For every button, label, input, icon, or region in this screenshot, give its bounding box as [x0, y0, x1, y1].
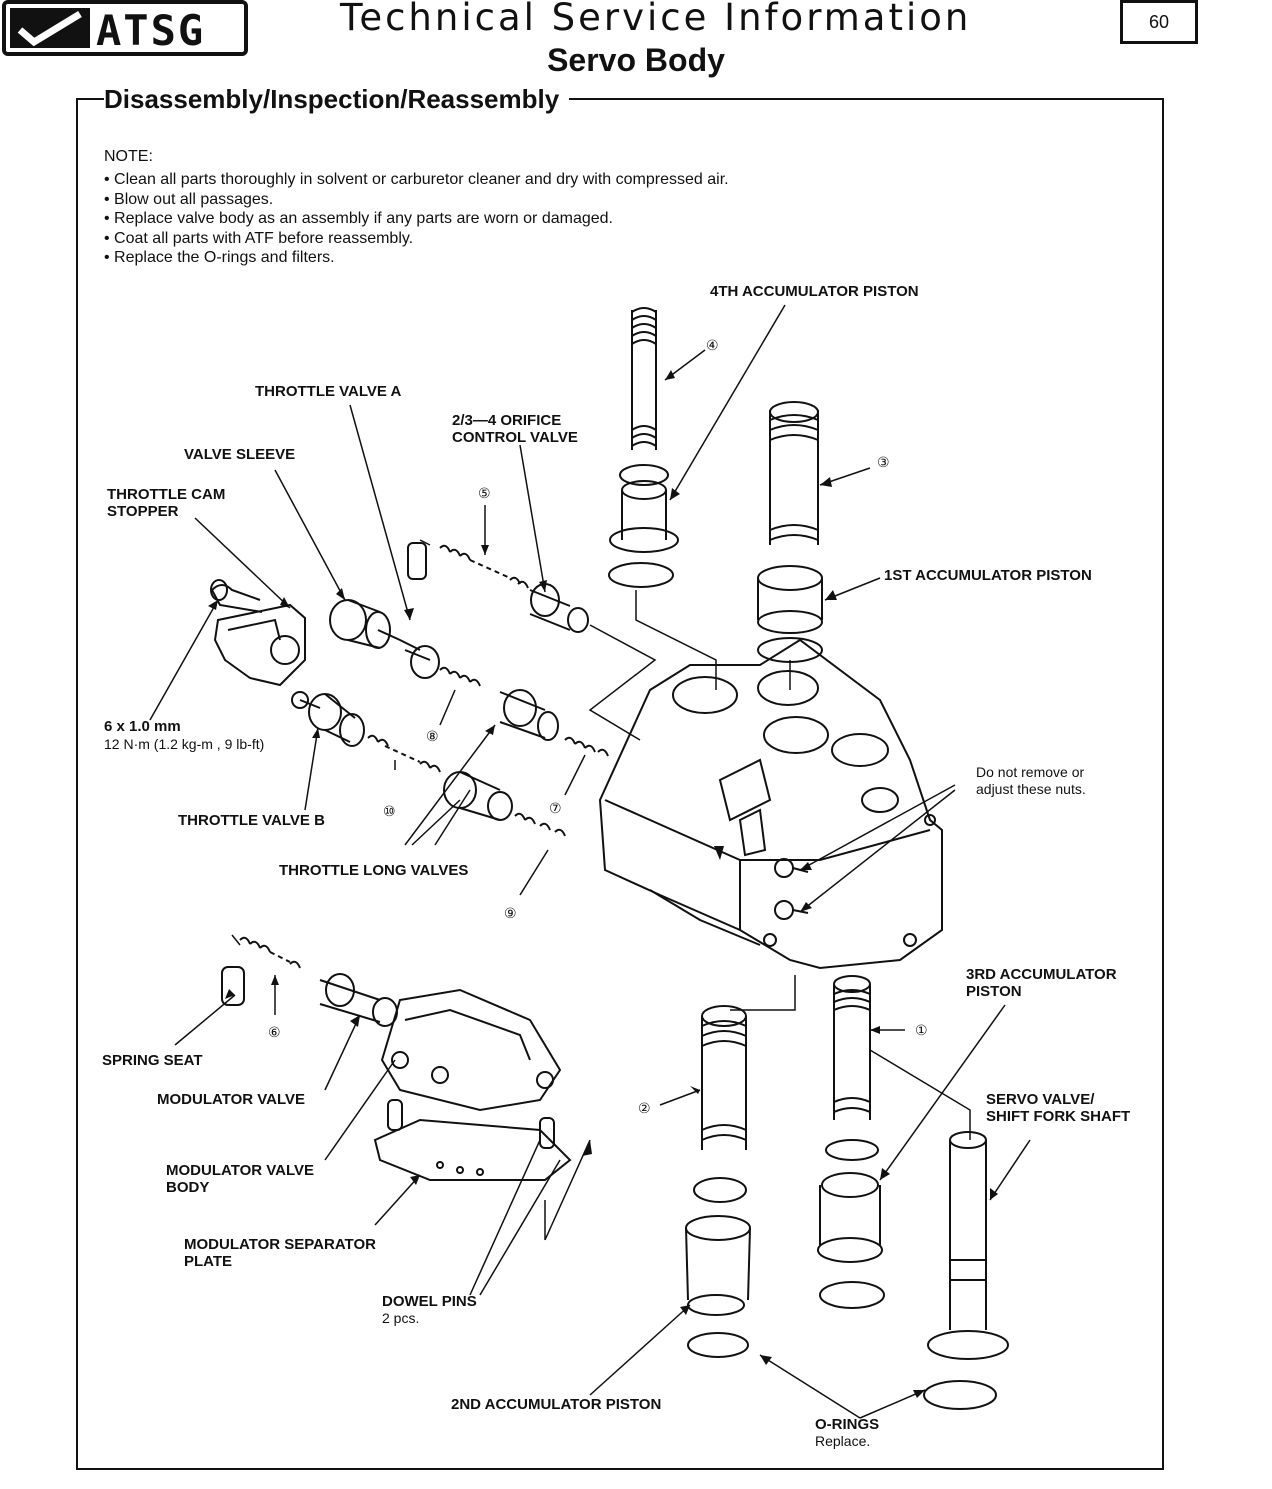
label-4th-accumulator-piston: 4TH ACCUMULATOR PISTON: [710, 283, 919, 300]
callout-3: ③: [877, 454, 890, 470]
servo-body-housing: [598, 638, 943, 970]
orifice-control-row: [407, 542, 589, 633]
note-item: Coat all parts with ATF before reassembl…: [104, 229, 729, 249]
label-dowel-pins-line1: DOWEL PINS: [382, 1293, 477, 1310]
callout-6: ⑥: [268, 1024, 281, 1040]
label-spring-seat: SPRING SEAT: [102, 1052, 203, 1069]
accum4-spring-piston: [608, 307, 679, 588]
note-list: Clean all parts thoroughly in solvent or…: [104, 170, 729, 268]
callout-8: ⑧: [426, 728, 439, 744]
label-3rd-accumulator-line1: 3RD ACCUMULATOR: [966, 966, 1117, 983]
note-heading: NOTE:: [104, 148, 153, 165]
label-3rd-accumulator-line2: PISTON: [966, 983, 1022, 1000]
label-modulator-body-line1: MODULATOR VALVE: [166, 1162, 315, 1179]
label-throttle-long-valves: THROTTLE LONG VALVES: [279, 862, 469, 879]
callout-10: ⑩: [383, 803, 396, 819]
throttle-valve-a-row: [329, 599, 609, 757]
callout-4: ④: [706, 337, 719, 353]
note-item: Clean all parts thoroughly in solvent or…: [104, 170, 729, 190]
note-item: Replace the O-rings and filters.: [104, 248, 729, 268]
label-throttle-cam-stopper-line2: STOPPER: [107, 503, 179, 520]
label-orifice-control-line2: CONTROL VALVE: [452, 429, 578, 446]
callout-7: ⑦: [549, 800, 562, 816]
label-o-rings-line2: Replace.: [815, 1433, 871, 1449]
throttle-valve-b-row: [291, 691, 566, 837]
note-item: Replace valve body as an assembly if any…: [104, 209, 729, 229]
label-modulator-valve: MODULATOR VALVE: [157, 1091, 306, 1108]
servo-valve-shaft: [923, 1131, 1009, 1410]
accum1-spring-piston: [757, 401, 823, 663]
page-title: Technical Service Information: [340, 0, 972, 39]
label-nuts-note-line2: adjust these nuts.: [976, 781, 1086, 797]
label-servo-valve-line1: SERVO VALVE/: [986, 1091, 1095, 1108]
atsg-logo: ATSG: [2, 0, 248, 56]
check-mark-icon: [10, 8, 90, 48]
callout-2: ②: [638, 1100, 651, 1116]
arrowheads: [208, 370, 998, 1398]
label-o-rings-line1: O-RINGS: [815, 1416, 880, 1433]
label-1st-accumulator-piston: 1ST ACCUMULATOR PISTON: [884, 567, 1092, 584]
modulator-group: [221, 936, 572, 1181]
label-throttle-valve-a: THROTTLE VALVE A: [255, 383, 402, 400]
section-heading: Disassembly/Inspection/Reassembly: [104, 84, 570, 115]
label-nuts-note-line1: Do not remove or: [976, 764, 1085, 780]
label-separator-plate-line1: MODULATOR SEPARATOR: [184, 1236, 376, 1253]
label-valve-sleeve: VALVE SLEEVE: [184, 446, 296, 463]
callout-1: ①: [915, 1022, 928, 1038]
callout-5: ⑤: [478, 485, 491, 501]
label-modulator-body-line2: BODY: [166, 1179, 210, 1196]
logo-text: ATSG: [96, 6, 206, 55]
label-throttle-valve-b: THROTTLE VALVE B: [178, 812, 325, 829]
label-bolt-size: 6 x 1.0 mm: [104, 718, 181, 735]
label-separator-plate-line2: PLATE: [184, 1253, 233, 1270]
throttle-cam-stopper: [210, 579, 306, 687]
label-servo-valve-line2: SHIFT FORK SHAFT: [986, 1108, 1131, 1125]
callout-9: ⑨: [504, 905, 517, 921]
page-subtitle: Servo Body: [547, 42, 725, 78]
page-number: 60: [1120, 0, 1198, 44]
accum3-spring-piston: [817, 975, 885, 1309]
content-frame: [76, 98, 1164, 1470]
label-2nd-accumulator-piston: 2ND ACCUMULATOR PISTON: [451, 1396, 662, 1413]
label-bolt-torque: 12 N·m (1.2 kg-m , 9 lb-ft): [104, 736, 265, 752]
label-dowel-pins-line2: 2 pcs.: [382, 1310, 420, 1326]
label-throttle-cam-stopper-line1: THROTTLE CAM: [107, 486, 226, 503]
frame-top-rule: [76, 98, 1164, 100]
accum2-spring-piston: [685, 1005, 751, 1358]
note-item: Blow out all passages.: [104, 190, 729, 210]
label-orifice-control-line1: 2/3—4 ORIFICE: [452, 412, 562, 429]
